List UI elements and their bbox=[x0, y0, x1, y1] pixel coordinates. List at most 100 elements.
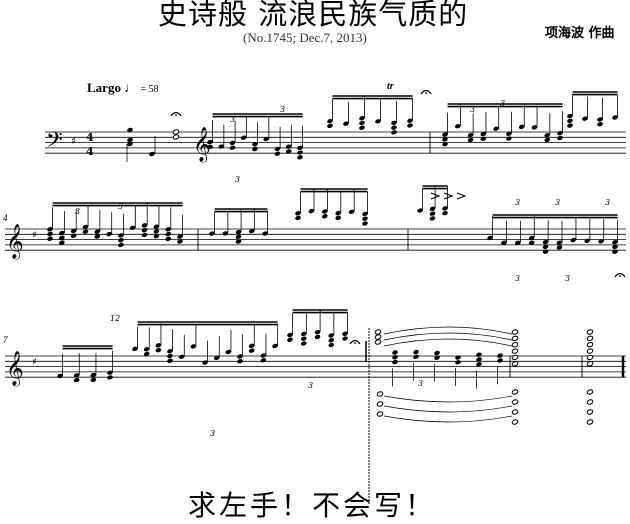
tuplet-number: 3 bbox=[418, 379, 423, 388]
notehead bbox=[202, 360, 208, 365]
fermata-icon bbox=[420, 89, 432, 95]
notehead bbox=[287, 337, 293, 342]
notehead bbox=[141, 232, 148, 238]
notehead bbox=[165, 236, 171, 242]
notehead bbox=[598, 239, 604, 244]
time-signature-bottom: 4 bbox=[86, 145, 94, 158]
trill-mark: tr bbox=[387, 81, 394, 92]
sharp-icon: ♯ bbox=[71, 136, 76, 147]
notehead bbox=[359, 125, 365, 130]
notehead bbox=[153, 224, 160, 229]
notehead bbox=[177, 239, 183, 244]
notehead bbox=[73, 373, 80, 378]
notehead bbox=[362, 221, 368, 226]
notehead bbox=[557, 135, 563, 141]
notehead bbox=[586, 419, 594, 425]
notehead bbox=[209, 231, 215, 236]
notehead bbox=[73, 377, 80, 383]
measure-number: 7 bbox=[3, 335, 8, 345]
notehead bbox=[376, 411, 384, 417]
notehead bbox=[207, 144, 213, 150]
tie bbox=[383, 415, 513, 423]
tempo-value: = 58 bbox=[140, 84, 159, 95]
notehead bbox=[106, 231, 112, 237]
notehead bbox=[252, 146, 258, 152]
notehead bbox=[300, 336, 307, 341]
notehead bbox=[497, 353, 503, 358]
notehead bbox=[107, 370, 113, 375]
notehead bbox=[376, 401, 384, 407]
notehead bbox=[567, 113, 573, 119]
tuplet-number: 3 bbox=[500, 99, 505, 108]
notehead bbox=[297, 155, 303, 160]
accent-icon bbox=[430, 192, 441, 200]
notehead bbox=[597, 117, 603, 122]
notehead bbox=[392, 359, 398, 365]
tuplet-number: 3 bbox=[565, 274, 570, 283]
notehead bbox=[165, 227, 171, 232]
notehead bbox=[229, 140, 236, 146]
notehead bbox=[260, 353, 267, 358]
notehead bbox=[47, 227, 53, 232]
notehead bbox=[321, 209, 328, 214]
notehead bbox=[141, 223, 148, 228]
notehead bbox=[511, 335, 519, 342]
notehead bbox=[542, 249, 549, 254]
notehead bbox=[297, 145, 303, 150]
notehead bbox=[586, 348, 594, 354]
notehead bbox=[429, 216, 436, 221]
notehead bbox=[348, 209, 355, 215]
sharp-icon: ♯ bbox=[32, 357, 37, 368]
notehead bbox=[172, 134, 180, 140]
tuplet-number: 3 bbox=[555, 198, 560, 207]
notehead bbox=[155, 343, 162, 348]
tuplet-number: 12 bbox=[110, 314, 120, 323]
notehead bbox=[300, 341, 307, 346]
notehead bbox=[362, 211, 368, 217]
notehead bbox=[235, 234, 242, 240]
sharp-icon: ♯ bbox=[32, 230, 37, 241]
notehead bbox=[544, 137, 551, 143]
notehead bbox=[442, 137, 448, 142]
notehead bbox=[442, 210, 448, 216]
notehead bbox=[70, 228, 77, 234]
quarter-note-icon: ♩ bbox=[124, 80, 138, 95]
notehead bbox=[237, 354, 243, 359]
treble-clef-icon: 𝄞 bbox=[193, 127, 211, 163]
notehead bbox=[511, 348, 519, 354]
tie bbox=[383, 405, 513, 413]
notehead bbox=[480, 131, 487, 137]
notehead bbox=[506, 136, 512, 141]
notehead bbox=[375, 119, 381, 124]
notehead bbox=[493, 126, 499, 131]
notehead bbox=[570, 237, 577, 243]
fermata-dot bbox=[354, 342, 356, 344]
notehead bbox=[455, 355, 461, 360]
notehead bbox=[511, 419, 519, 425]
tuplet-number: 3 bbox=[210, 429, 215, 438]
notehead bbox=[612, 239, 618, 245]
notehead bbox=[506, 131, 512, 137]
notehead bbox=[454, 123, 461, 129]
notehead bbox=[374, 329, 382, 335]
notehead bbox=[612, 115, 618, 120]
notehead bbox=[308, 208, 315, 214]
measure-number: 4 bbox=[3, 213, 8, 223]
notehead bbox=[542, 244, 549, 250]
notehead bbox=[167, 358, 173, 363]
notehead bbox=[167, 353, 173, 359]
notehead bbox=[442, 132, 448, 137]
notehead bbox=[497, 358, 503, 363]
notehead bbox=[90, 377, 97, 383]
notehead bbox=[272, 343, 278, 349]
notehead bbox=[359, 115, 365, 121]
notehead bbox=[190, 344, 197, 349]
notehead bbox=[127, 141, 133, 147]
notehead bbox=[222, 231, 229, 236]
fermata-dot bbox=[425, 92, 427, 94]
tuplet-number: 3 bbox=[118, 202, 123, 211]
notehead bbox=[218, 144, 225, 149]
notehead bbox=[556, 240, 563, 245]
notehead bbox=[59, 240, 65, 245]
notehead bbox=[248, 348, 255, 353]
